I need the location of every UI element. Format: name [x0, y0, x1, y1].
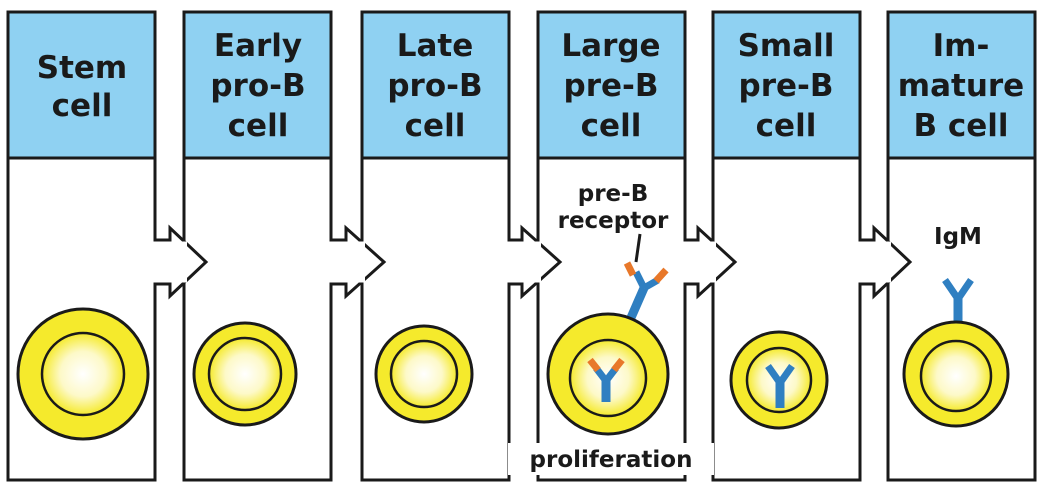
cell-immature-b [902, 278, 1010, 428]
stage-labels: Stem cell Early pro-B cell Late pro-B ce… [37, 28, 1024, 144]
arrow-joins [152, 241, 891, 283]
label-small-pre-b-line-1: Small [738, 28, 835, 64]
intracellular-pre-b-receptor-icon [587, 357, 625, 402]
label-late-pro-b-line-3: cell [405, 108, 466, 144]
label-small-pre-b-line-3: cell [756, 108, 817, 144]
proliferation-label: proliferation [530, 447, 693, 473]
label-large-pre-b-line-3: cell [581, 108, 642, 144]
label-early-pro-b-line-2: pro-B [210, 68, 305, 104]
intracellular-receptor-icon [765, 363, 795, 408]
label-late-pro-b-line-2: pro-B [387, 68, 482, 104]
pre-b-receptor-annotation: pre-B receptor [552, 180, 682, 263]
pre-b-receptor-label-line-1: pre-B [578, 181, 648, 207]
cell-nucleus [40, 331, 126, 417]
label-stem-line-1: Stem [37, 50, 127, 86]
label-immature-b-line-1: Im- [933, 28, 990, 64]
cell-early-pro-b [192, 321, 298, 427]
proliferation-annotation: proliferation [508, 443, 714, 475]
label-small-pre-b-line-2: pre-B [739, 68, 834, 104]
arrow-1-icon [153, 224, 209, 300]
surface-pre-b-receptor-icon [623, 261, 669, 322]
cell-nucleus [389, 339, 459, 409]
label-early-pro-b-line-3: cell [228, 108, 289, 144]
label-large-pre-b-line-1: Large [561, 28, 660, 64]
cell-nucleus [919, 339, 993, 413]
header-early-pro-b [182, 10, 333, 160]
cell-late-pro-b [374, 324, 474, 424]
label-late-pro-b-line-1: Late [397, 28, 474, 64]
label-immature-b-line-2: mature [898, 68, 1024, 104]
label-immature-b-line-3: B cell [913, 108, 1008, 144]
cell-nucleus [207, 336, 283, 412]
label-large-pre-b-line-2: pre-B [564, 68, 659, 104]
label-stem-line-2: cell [52, 88, 113, 124]
igm-label: IgM [934, 224, 982, 250]
label-early-pro-b-line-1: Early [214, 28, 302, 64]
header-immature-b [886, 10, 1037, 160]
header-small-pre-b [711, 10, 862, 160]
cell-large-pre-b [546, 261, 670, 436]
header-large-pre-b [536, 10, 687, 160]
cell-small-pre-b [729, 330, 829, 430]
header-stem [6, 10, 157, 160]
cell-stem [16, 307, 150, 441]
header-late-pro-b [360, 10, 511, 160]
pre-b-receptor-pointer [634, 233, 642, 263]
transition-arrows [153, 224, 913, 300]
pre-b-receptor-label-line-2: receptor [558, 208, 669, 234]
